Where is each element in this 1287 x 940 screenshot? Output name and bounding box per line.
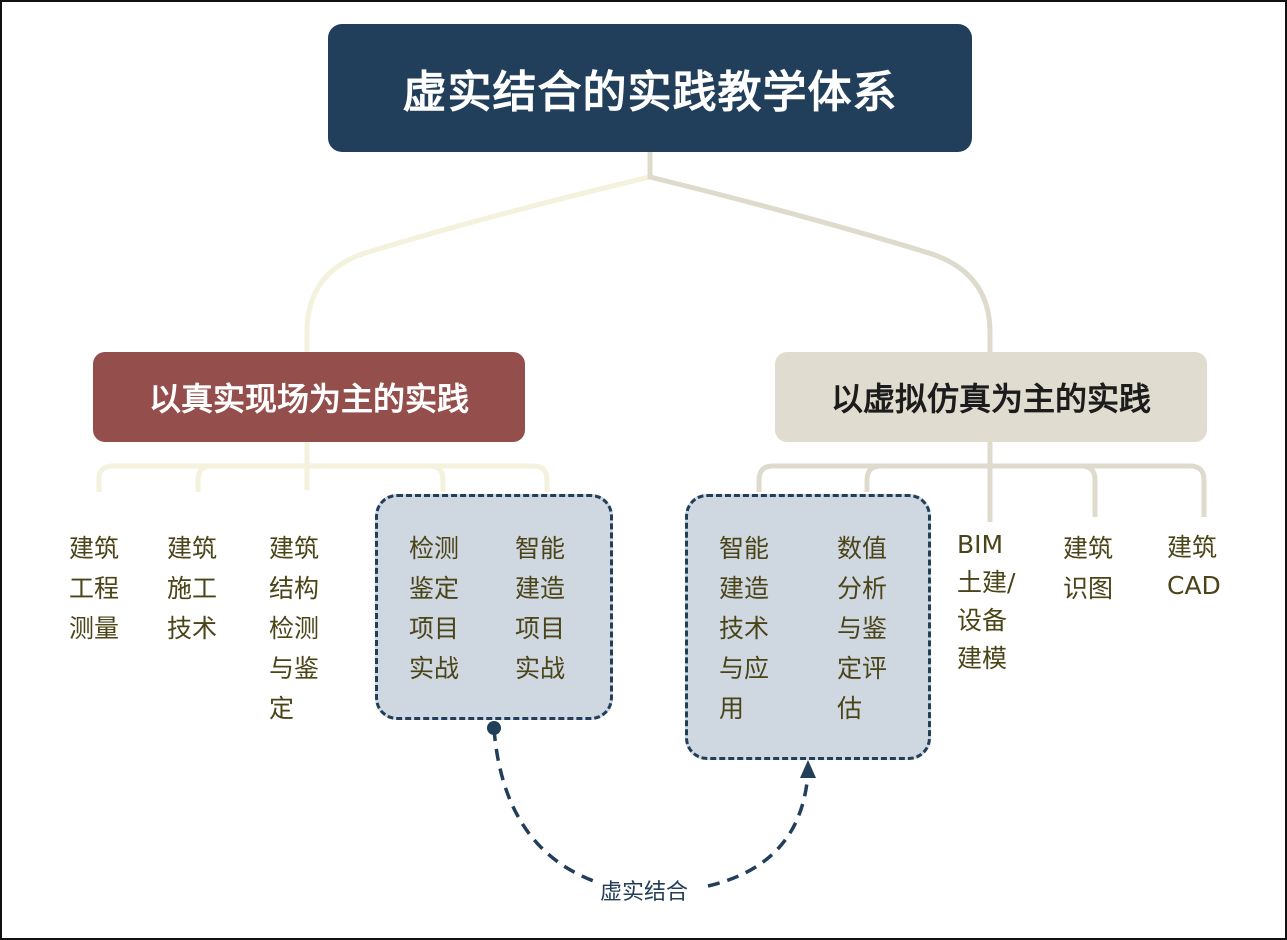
- leaf-smart-build-tech[interactable]: 智能 建造 技术 与应 用: [719, 534, 770, 723]
- group-virtual-projects: [685, 494, 931, 760]
- leaf-drawing-reading[interactable]: 建筑 识图: [1063, 534, 1114, 603]
- leaf-engineering-survey[interactable]: 建筑 工程 测量: [69, 534, 120, 643]
- root-node[interactable]: 虚实结合的实践教学体系: [328, 24, 972, 152]
- branch-real-practice[interactable]: 以真实现场为主的实践: [93, 352, 525, 442]
- root-title: 虚实结合的实践教学体系: [402, 67, 898, 118]
- relation-start-dot: [487, 721, 501, 735]
- relation-label: 虚实结合: [598, 874, 691, 906]
- link-right-children: [756, 442, 1207, 522]
- leaf-structure-inspection[interactable]: 建筑 结构 检测 与鉴 定: [269, 534, 320, 723]
- leaf-building-cad[interactable]: 建筑 CAD: [1167, 533, 1221, 600]
- leaf-inspection-project[interactable]: 检测 鉴定 项目 实战: [409, 534, 460, 683]
- link-root-right: [647, 152, 993, 352]
- leaf-construction-technology[interactable]: 建筑 施工 技术: [167, 534, 218, 643]
- leaf-smart-build-project[interactable]: 智能 建造 项目 实战: [515, 534, 566, 683]
- leaf-bim-modeling[interactable]: BIM 土建/ 设备 建模: [957, 530, 1016, 673]
- link-root-left: [304, 152, 653, 352]
- relation-arc: [492, 728, 810, 888]
- branch-virtual-practice[interactable]: 以虚拟仿真为主的实践: [775, 352, 1207, 442]
- link-left-children: [96, 442, 550, 492]
- relation-arrowhead: [800, 760, 816, 778]
- branch-left-label: 以真实现场为主的实践: [148, 380, 469, 418]
- branch-right-label: 以虚拟仿真为主的实践: [830, 380, 1151, 418]
- leaf-numerical-analysis[interactable]: 数值 分析 与鉴 定评 估: [837, 534, 888, 723]
- group-real-projects: [375, 494, 613, 720]
